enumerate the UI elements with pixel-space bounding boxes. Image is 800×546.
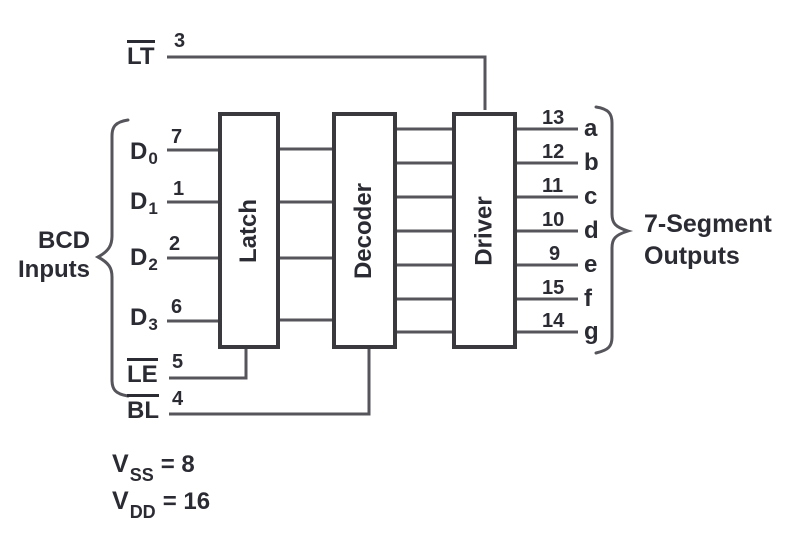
input-le-label: LE <box>127 358 158 387</box>
input-bl-label: BL <box>127 394 159 423</box>
wire-lamp-test <box>167 55 487 110</box>
input-d2-label: D2 <box>130 244 158 275</box>
output-f-pin-number: 15 <box>542 277 565 299</box>
input-d0-label: D0 <box>130 138 158 169</box>
wire-blanking <box>169 344 371 416</box>
latch-block: Latch <box>218 112 280 349</box>
output-c-segment-label: c <box>584 183 598 210</box>
output-g-pin-number: 14 <box>542 310 565 332</box>
input-d1-pin-number: 1 <box>173 178 185 200</box>
inputs-brace <box>94 118 130 398</box>
output-c-pin-number: 11 <box>542 175 564 197</box>
input-le-pin-number: 5 <box>172 351 184 373</box>
bcd-inputs-group-label: BCD Inputs <box>18 227 90 283</box>
wire-latch-enable <box>169 344 248 380</box>
output-e-segment-label: e <box>584 251 598 278</box>
output-a-segment-label: a <box>584 115 598 142</box>
input-d3-pin-number: 6 <box>171 296 183 318</box>
lamp-test-label: LT <box>127 40 155 69</box>
lamp-test-pin-number: 3 <box>174 30 186 52</box>
input-d3-label: D3 <box>130 304 158 335</box>
output-b-segment-label: b <box>584 149 599 176</box>
output-a-pin-number: 13 <box>542 107 565 129</box>
input-d2-pin-number: 2 <box>169 233 181 255</box>
driver-block: Driver <box>452 112 517 349</box>
vss-power-note: VSS= 8 <box>112 450 195 486</box>
output-d-segment-label: d <box>584 217 599 244</box>
seven-segment-outputs-group-label: 7-Segment Outputs <box>644 210 772 270</box>
input-d0-pin-number: 7 <box>171 126 183 148</box>
output-e-pin-number: 9 <box>549 243 561 265</box>
input-bl-pin-number: 4 <box>172 388 184 410</box>
decoder-block: Decoder <box>332 112 397 349</box>
output-g-segment-label: g <box>584 318 599 345</box>
decoder-block-label: Decoder <box>350 182 378 279</box>
vdd-power-note: VDD= 16 <box>112 487 211 523</box>
outputs-brace <box>594 105 634 355</box>
output-d-pin-number: 10 <box>542 209 565 231</box>
output-b-pin-number: 12 <box>542 141 565 163</box>
driver-block-label: Driver <box>470 195 498 266</box>
output-f-segment-label: f <box>584 285 592 312</box>
input-d1-label: D1 <box>130 188 158 219</box>
latch-block-label: Latch <box>235 198 263 263</box>
